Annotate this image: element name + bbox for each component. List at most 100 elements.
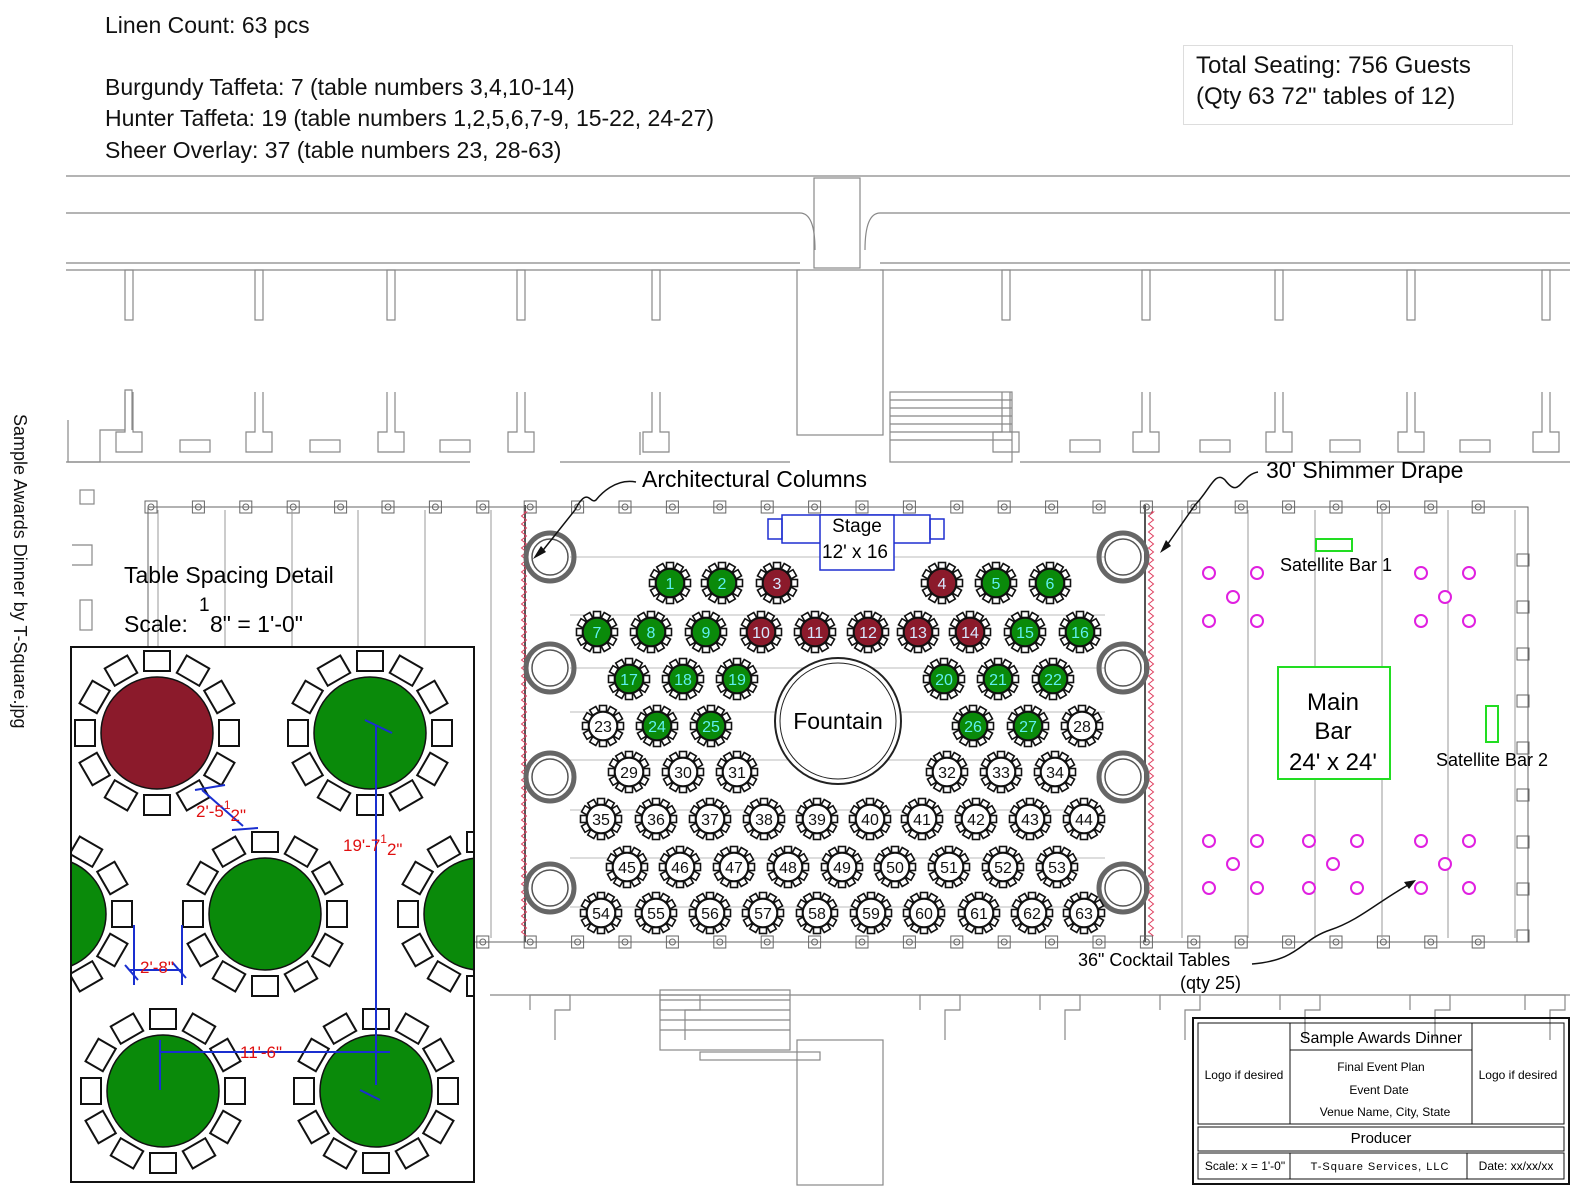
table-62: 62 [1010, 891, 1054, 935]
cocktail-table-25 [1462, 881, 1476, 895]
table-52: 52 [981, 845, 1025, 889]
table-18: 18 [661, 657, 705, 701]
burgundy-count: Burgundy Taffeta: 7 (table numbers 3,4,1… [105, 74, 575, 100]
table-44-number: 44 [1075, 812, 1093, 829]
tb-event: Sample Awards Dinner [1300, 1030, 1463, 1047]
table-44: 44 [1062, 797, 1106, 841]
detail-scale-sup: 1 [199, 595, 210, 616]
tb-date: Date: xx/xx/xx [1479, 1159, 1554, 1173]
tb-company: T-Square Services, LLC [1311, 1161, 1450, 1173]
side-caption: Sample Awards Dinner by T-Square.jpg [10, 414, 30, 729]
detail-scale-prefix: Scale: [124, 611, 188, 637]
table-8: 8 [629, 610, 673, 654]
table-51: 51 [927, 845, 971, 889]
table-48: 48 [766, 845, 810, 889]
table-5-number: 5 [992, 576, 1001, 593]
table-33: 33 [979, 750, 1023, 794]
detail-title: Table Spacing Detail [124, 562, 334, 588]
table-43: 43 [1008, 797, 1052, 841]
tb-logo-right: Logo if desired [1479, 1068, 1558, 1082]
table-62-number: 62 [1023, 906, 1041, 923]
linen-count: Linen Count: 63 pcs [105, 12, 310, 38]
table-45: 45 [605, 845, 649, 889]
table-13-number: 13 [909, 625, 927, 642]
table-32-number: 32 [938, 765, 956, 782]
cocktail-table-8 [1438, 590, 1452, 604]
tb-line2: Event Date [1349, 1083, 1409, 1097]
seating-summary: Total Seating: 756 Guests (Qty 63 72" ta… [1183, 45, 1513, 125]
table-19-number: 19 [728, 672, 746, 689]
cocktail-table-3 [1226, 590, 1240, 604]
detail-scale-rest: 8" = 1'-0" [210, 611, 303, 637]
table-49: 49 [820, 845, 864, 889]
table-17-number: 17 [620, 672, 638, 689]
table-10: 10 [739, 610, 783, 654]
table-46: 46 [658, 845, 702, 889]
wall-blocks [72, 269, 1566, 1040]
table-26: 26 [951, 704, 995, 748]
cocktail-table-19 [1302, 881, 1316, 895]
table-30: 30 [661, 750, 705, 794]
tb-line3: Venue Name, City, State [1320, 1105, 1451, 1119]
cocktail-table-7 [1462, 566, 1476, 580]
table-6-number: 6 [1046, 576, 1055, 593]
table-3-number: 3 [773, 576, 782, 593]
table-31: 31 [715, 750, 759, 794]
table-60-number: 60 [915, 906, 933, 923]
table-57-number: 57 [754, 906, 772, 923]
table-56-number: 56 [701, 906, 719, 923]
drape-callout: 30' Shimmer Drape [1266, 457, 1463, 483]
seating-qty: (Qty 63 72" tables of 12) [1196, 83, 1456, 110]
table-22: 22 [1031, 657, 1075, 701]
table-54-number: 54 [592, 906, 610, 923]
table-61: 61 [957, 891, 1001, 935]
table-50-number: 50 [886, 860, 904, 877]
cocktail-table-9 [1414, 614, 1428, 628]
table-24: 24 [635, 704, 679, 748]
table-41-number: 41 [913, 812, 931, 829]
table-41: 41 [900, 797, 944, 841]
cocktail-table-15 [1250, 881, 1264, 895]
cocktail-table-4 [1202, 614, 1216, 628]
table-spacing-detail: Table Spacing Detail Scale: 1 8" = 1'-0"… [70, 562, 475, 1183]
table-29-number: 29 [620, 765, 638, 782]
tb-producer: Producer [1351, 1130, 1412, 1147]
dim-d: 11'-6" [240, 1043, 282, 1062]
table-11: 11 [793, 610, 837, 654]
cocktail-table-10 [1462, 614, 1476, 628]
satellite-bar-2 [1485, 705, 1499, 743]
table-27: 27 [1006, 704, 1050, 748]
cocktail-table-2 [1250, 566, 1264, 580]
table-40: 40 [848, 797, 892, 841]
dim-a: 2'-512" [196, 798, 246, 825]
dim-b: 19'-712" [343, 832, 402, 859]
table-50: 50 [873, 845, 917, 889]
table-63-number: 63 [1075, 906, 1093, 923]
table-61-number: 61 [970, 906, 988, 923]
cocktail-callout: 36" Cocktail Tables [1078, 950, 1230, 970]
table-27-number: 27 [1019, 719, 1037, 736]
cocktail-tables [1202, 566, 1476, 895]
table-28: 28 [1060, 704, 1104, 748]
table-38: 38 [742, 797, 786, 841]
stage-size: 12' x 16 [822, 542, 888, 563]
table-3: 3 [755, 561, 799, 605]
main-bar-label-2: Bar [1314, 718, 1351, 745]
fountain-label: Fountain [793, 708, 883, 734]
architectural-columns [523, 530, 1150, 915]
cocktail-table-21 [1414, 834, 1428, 848]
table-35: 35 [579, 797, 623, 841]
satellite-bar-1 [1315, 538, 1353, 552]
table-8-number: 8 [647, 625, 656, 642]
dimension-lines [124, 719, 393, 1101]
table-7: 7 [575, 610, 619, 654]
table-55-number: 55 [647, 906, 665, 923]
table-15-number: 15 [1016, 625, 1034, 642]
table-45-number: 45 [618, 860, 636, 877]
table-36-number: 36 [647, 812, 665, 829]
cocktail-table-1 [1202, 566, 1216, 580]
table-23: 23 [581, 704, 625, 748]
tb-line1: Final Event Plan [1337, 1060, 1424, 1074]
table-63: 63 [1062, 891, 1106, 935]
